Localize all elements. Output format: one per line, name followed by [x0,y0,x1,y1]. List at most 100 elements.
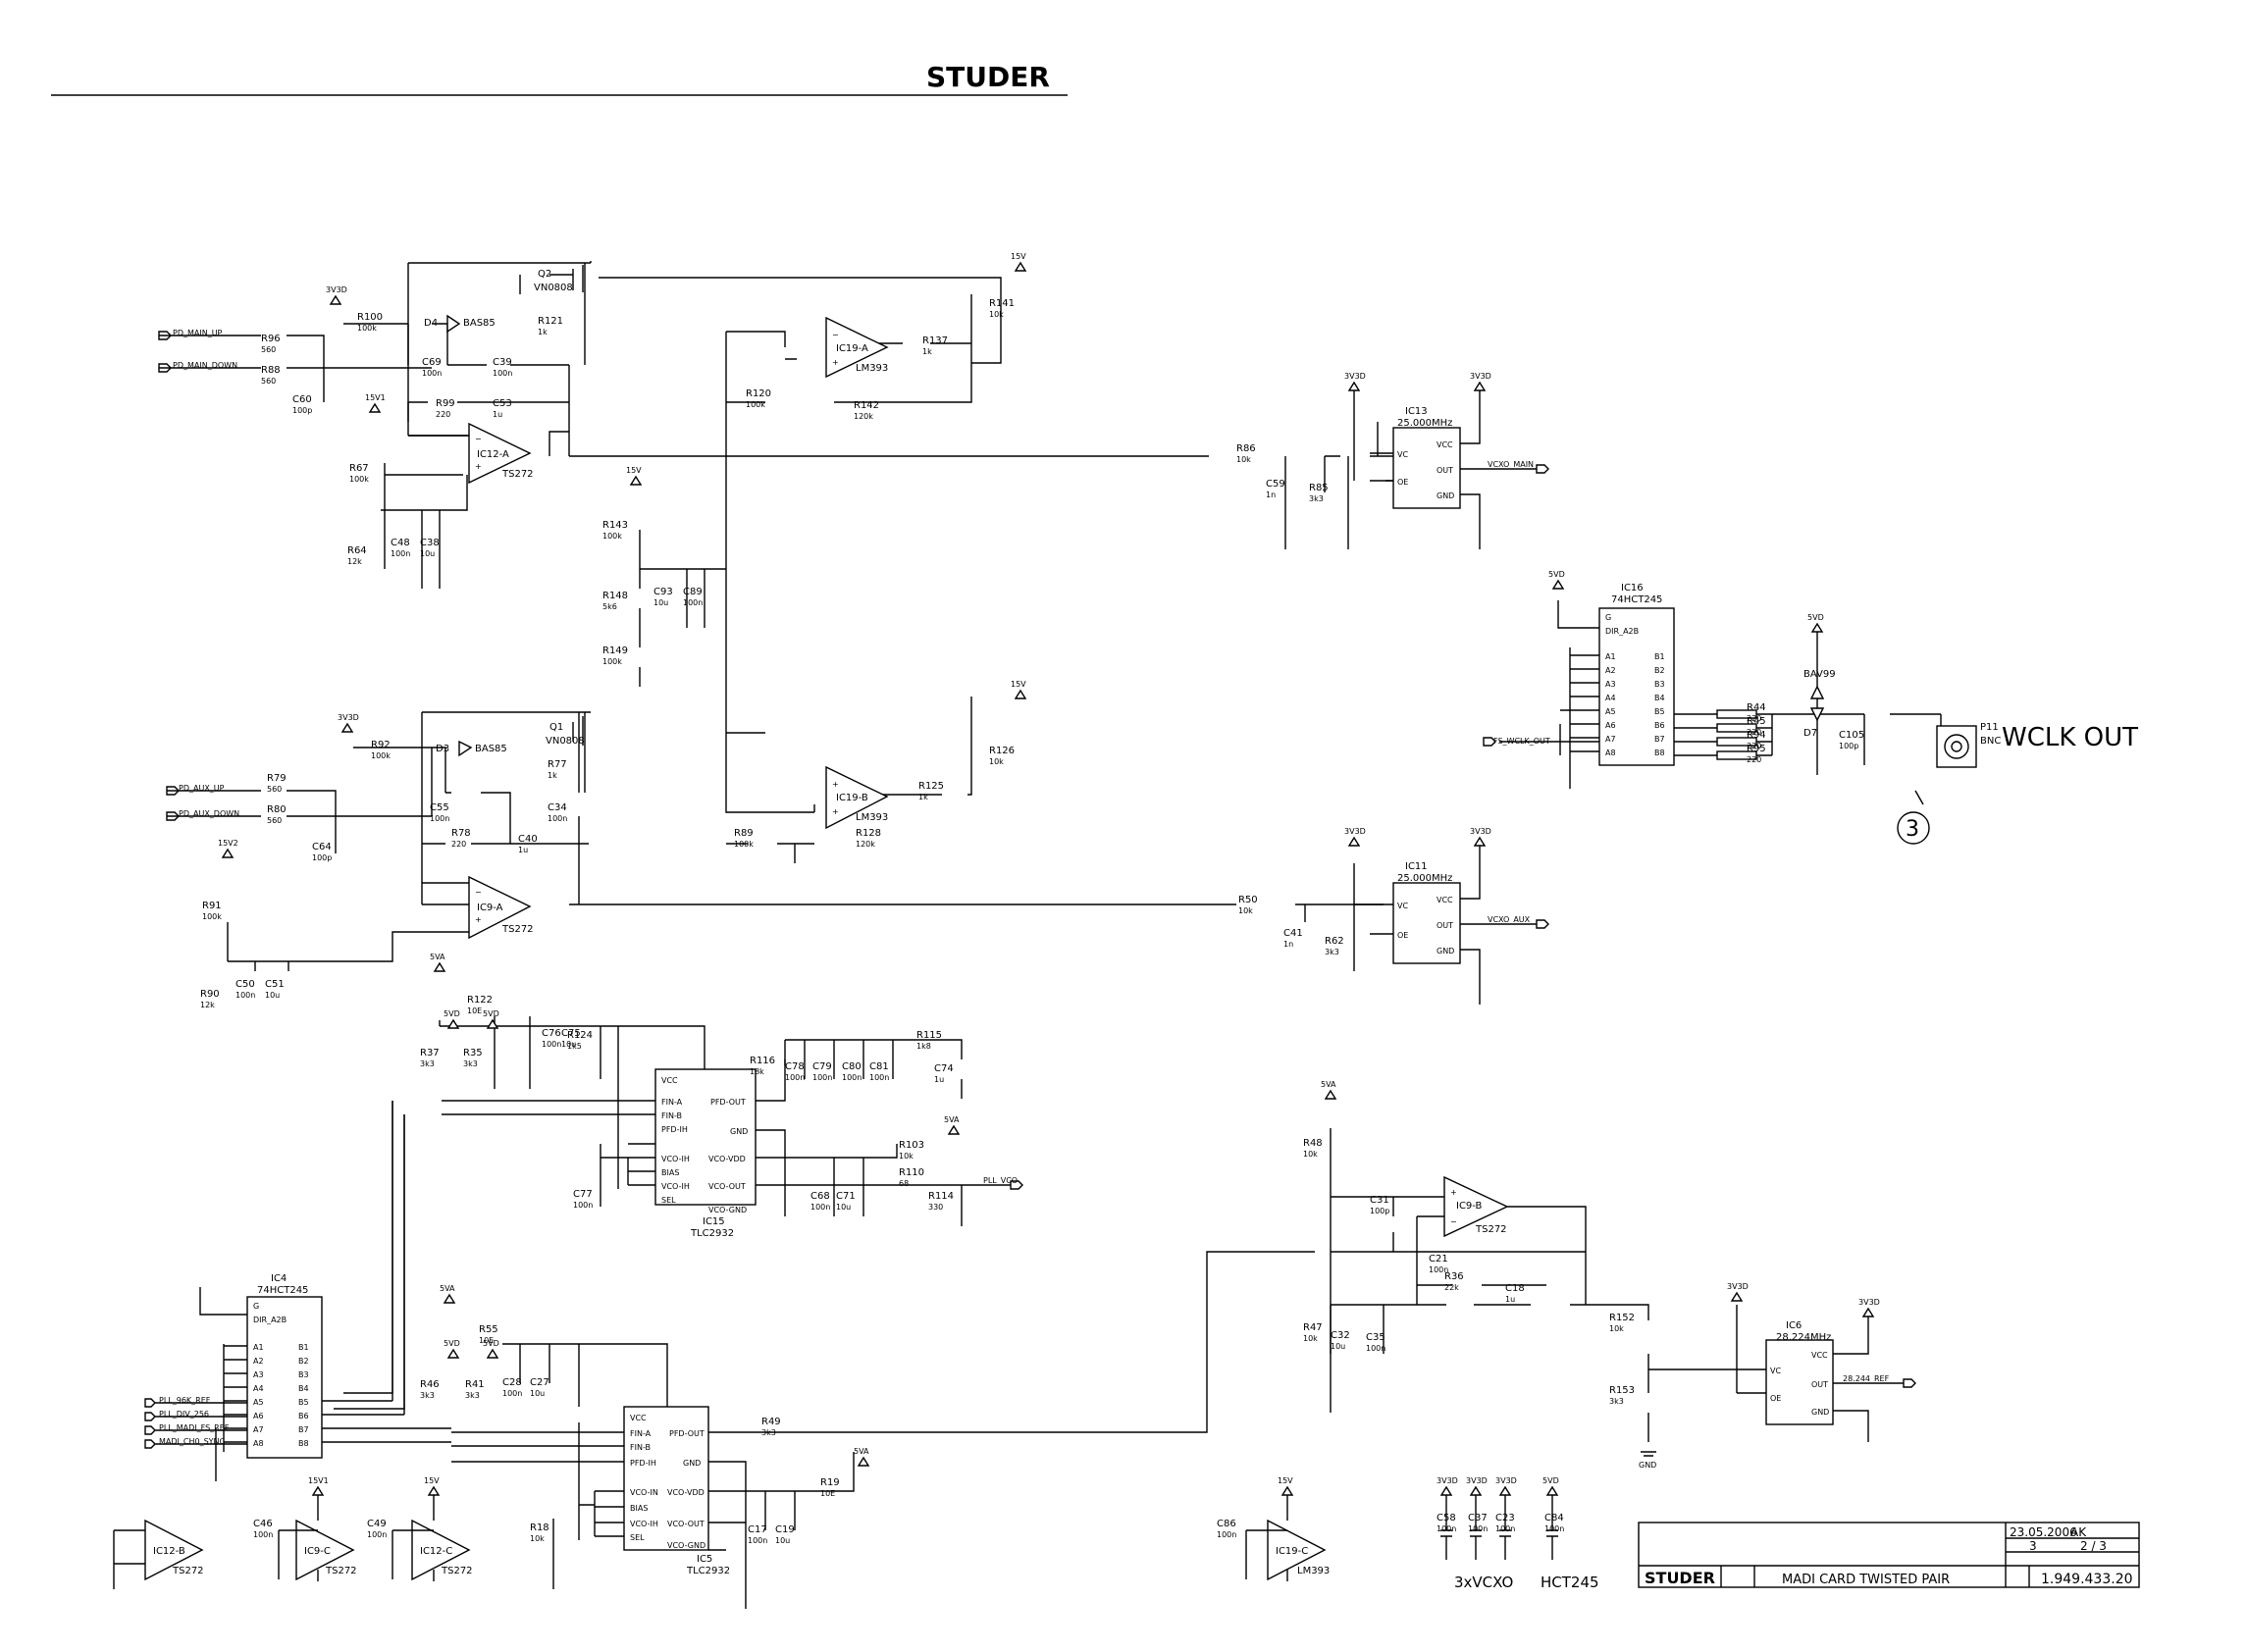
component-value: 10u [265,991,280,1000]
component-ref: R62 [1325,936,1344,947]
rail-symbol [1280,1485,1294,1496]
ic4-pin: B8 [298,1439,309,1448]
rail-symbol [221,848,235,858]
d3-ref: D3 [436,744,449,754]
transistor-q1: Q1 VN0808 [546,716,585,747]
rail-symbol [368,402,382,413]
ic9a-ref: IC9-A [477,903,503,913]
ic4-pin: B5 [298,1398,309,1407]
component-value: 560 [261,377,276,386]
component-value: 100n [842,1073,862,1082]
component-ref: C68 [810,1191,830,1202]
component-value: 10u [420,549,435,558]
ic12a-type: TS272 [501,469,534,480]
component-value: 3k3 [465,1391,480,1400]
component-value: 1k8 [916,1042,931,1051]
component-ref: R103 [899,1140,924,1151]
wclk-out-label: WCLK OUT [2002,723,2138,752]
rail-label: 5VA [440,1284,455,1293]
rail-symbol [1498,1485,1512,1496]
rail-symbol [1551,579,1565,590]
component-ref: C17 [748,1524,767,1535]
component-ref: R141 [989,298,1015,309]
ic15-ref: IC15 [703,1216,725,1227]
component-ref: R36 [1444,1271,1464,1282]
component-value: 10E [467,1007,482,1015]
component-ref: R45 [1747,716,1766,727]
net-pll-div-256: PLL_DIV_256 [159,1410,209,1419]
ic16-pin: B5 [1654,707,1665,716]
component-value: 100n [253,1530,273,1539]
rail-symbol [1861,1307,1875,1317]
svg-text:+: + [475,462,482,471]
ic5-pin: GND [683,1459,701,1468]
component-ref: C32 [1331,1330,1350,1341]
component-ref: R86 [1236,443,1256,454]
component-value: 10k [1238,906,1253,915]
component-ref: R50 [1238,895,1258,905]
rail-symbol [1641,1451,1656,1457]
ic16-pin: B7 [1654,735,1665,744]
ic4-pin: A3 [253,1370,264,1379]
component-ref: C35 [1366,1332,1385,1343]
tb-page: 2 / 3 [2080,1539,2107,1553]
ic13-pin: VC [1397,450,1408,459]
ic5-type: TLC2932 [686,1566,730,1576]
rail-symbol [433,961,446,972]
component-value: 10u [561,1040,576,1049]
component-value: 1k [538,328,548,336]
component-ref: C41 [1283,928,1303,939]
component-value: 68 [899,1179,909,1188]
ic4-type: 74HCT245 [257,1285,308,1296]
component-ref: R143 [602,520,628,531]
component-ref: C18 [1505,1283,1525,1294]
ic16-pin: B2 [1654,666,1665,675]
ic13-ref: IC13 [1405,406,1428,417]
rail-symbol [947,1124,961,1135]
component-value: 10k [530,1534,545,1543]
svg-text:+: + [475,915,482,924]
component-value: 1u [934,1075,944,1084]
component-ref: R125 [918,781,944,792]
rail-label: 5VA [1321,1080,1336,1089]
ic16-pin: B3 [1654,680,1665,689]
component-ref: C89 [683,587,703,597]
ic16-pin: B6 [1654,721,1665,730]
rail-symbol [1469,1485,1483,1496]
rail-label: 5VA [430,953,445,961]
ic12a-ref: IC12-A [477,449,509,460]
ic19a-ref: IC19-A [836,343,868,354]
ic5-pin: VCO-GND [667,1541,705,1550]
rail-symbol [1730,1291,1744,1302]
rail-label: 3V3D [338,713,359,722]
rail-symbol [1473,836,1487,847]
ic9b-type: TS272 [1475,1224,1507,1235]
component-ref: R149 [602,645,628,656]
ic15-pin: SEL [661,1196,676,1205]
component-value: 3k3 [463,1059,478,1068]
svg-text:−: − [475,435,482,443]
ic5-pin: BIAS [630,1504,648,1513]
component-value: 100k [202,912,222,921]
component-ref: R19 [820,1477,840,1488]
rail-symbol [857,1456,870,1467]
rail-symbol [340,722,354,733]
component-value: 3k3 [761,1428,776,1437]
ic6-pin: VC [1770,1367,1781,1375]
component-value: 100n [430,814,449,823]
note-vcxo: 3xVCXO [1454,1574,1513,1591]
component-value: 100k [734,840,754,849]
component-value: 10k [1236,455,1251,464]
rail-symbol [1347,836,1361,847]
pll-ic15: IC15 TLC2932 VCC FIN-A FIN-B PFD-IH VCO-… [334,1016,1023,1410]
component-value: 100k [602,532,622,541]
component-value: 100n [493,369,512,378]
ic16-pin: A4 [1605,694,1616,702]
component-value: 220 [1747,755,1761,764]
d4-type: BAS85 [463,318,496,329]
component-ref: C81 [869,1061,889,1072]
ic16-pin: A2 [1605,666,1616,675]
rail-symbol [1014,261,1027,272]
rail-label: 5VA [854,1447,869,1456]
component-value: 100n [1366,1344,1385,1353]
